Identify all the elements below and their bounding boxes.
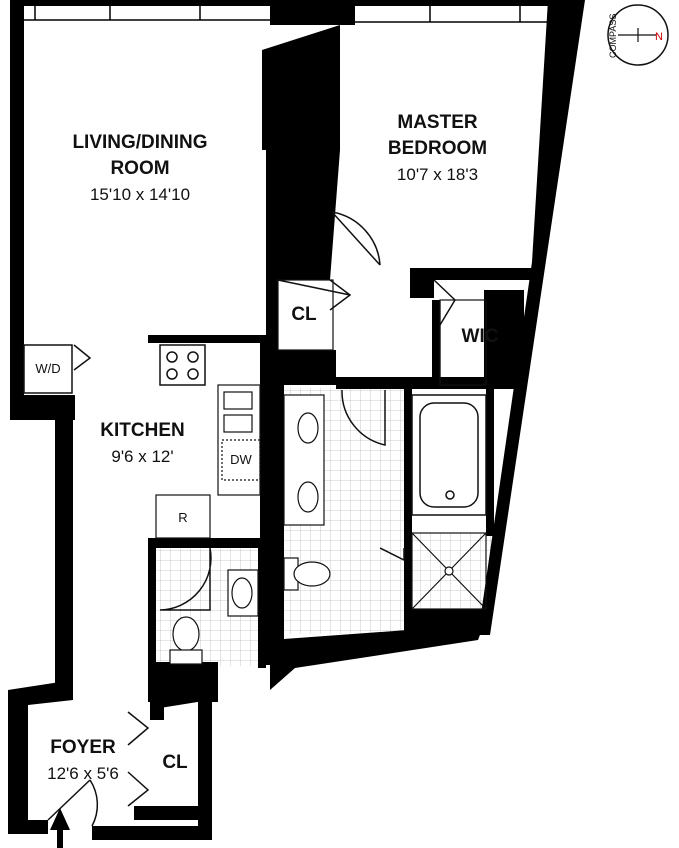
powder-sink-icon xyxy=(227,569,259,617)
master-bedroom-label: MASTER BEDROOM 10'7 x 18'3 xyxy=(355,110,520,188)
master-name-line1: MASTER xyxy=(397,112,478,133)
double-vanity xyxy=(283,394,325,526)
exterior-walls xyxy=(8,0,585,840)
foyer-label: FOYER 12'6 x 5'6 xyxy=(28,735,138,787)
interior-walls xyxy=(134,0,532,820)
powder-toilet-icon xyxy=(169,616,203,665)
toilet-icon xyxy=(283,557,331,591)
living-dims: 15'10 x 14'10 xyxy=(89,185,191,204)
windows xyxy=(24,6,553,23)
living-name-line1: LIVING/DINING xyxy=(72,132,208,153)
living-dining-label: LIVING/DINING ROOM 15'10 x 14'10 xyxy=(40,130,240,208)
refrigerator-label: R xyxy=(178,510,188,525)
compass-icon: COMPASS N xyxy=(607,4,669,66)
washer-dryer-label: W/D xyxy=(35,361,61,376)
dishwasher-label: DW xyxy=(230,452,252,467)
master-closet-label: CL xyxy=(291,304,317,325)
bathtub-icon xyxy=(411,394,487,516)
compass-ring-text: COMPASS xyxy=(608,14,618,58)
foyer-dims: 12'6 x 5'6 xyxy=(47,764,119,783)
master-name-line2: BEDROOM xyxy=(387,138,488,159)
shower-icon xyxy=(411,532,487,610)
kitchen-counter xyxy=(155,384,261,539)
foyer-name: FOYER xyxy=(50,737,116,758)
stove-icon xyxy=(159,344,206,386)
living-name-line2: ROOM xyxy=(110,158,170,179)
doors xyxy=(47,211,456,827)
entry-arrow-icon xyxy=(50,808,70,848)
foyer-closet-label: CL xyxy=(162,752,188,773)
kitchen-dims: 9'6 x 12' xyxy=(111,447,174,466)
kitchen-label: KITCHEN 9'6 x 12' xyxy=(80,418,205,470)
washer-dryer xyxy=(23,344,73,394)
wic-label: WIC xyxy=(461,326,499,347)
closets xyxy=(277,279,487,386)
compass-north-label: N xyxy=(655,31,663,43)
master-dims: 10'7 x 18'3 xyxy=(396,165,479,184)
kitchen-name: KITCHEN xyxy=(100,420,185,441)
